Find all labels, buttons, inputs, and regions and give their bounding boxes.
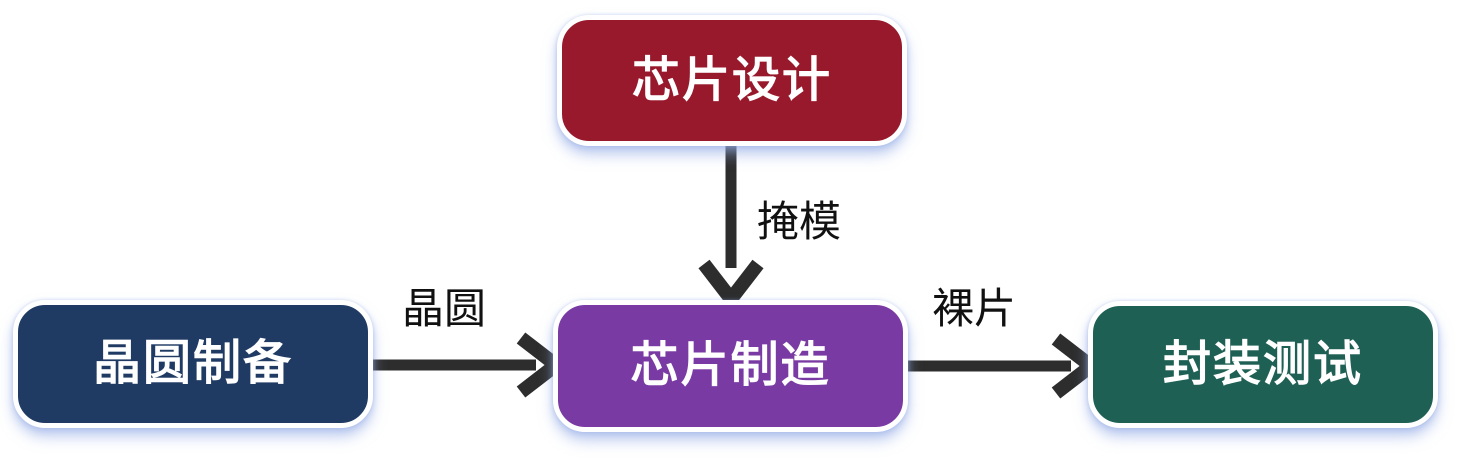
arrow-design-to-fab <box>698 143 764 311</box>
node-wafer-prep-label: 晶圆制备 <box>92 337 293 390</box>
node-package-test-label: 封装测试 <box>1162 337 1363 391</box>
edge-label-die: 裸片 <box>932 285 1017 332</box>
arrow-fab-to-package <box>905 333 1103 399</box>
edge-label-mask: 掩模 <box>757 198 842 245</box>
node-chip-design-label: 芯片设计 <box>631 53 832 107</box>
arrow-fab-to-package-head <box>1051 333 1103 399</box>
node-chip-design: 芯片设计 <box>557 15 907 146</box>
node-package-test: 封装测试 <box>1088 301 1438 428</box>
node-wafer-prep: 晶圆制备 <box>13 300 373 428</box>
arrow-waferprep-to-fab <box>370 332 568 398</box>
edge-label-wafer: 晶圆 <box>402 285 487 332</box>
node-chip-fab: 芯片制造 <box>553 300 908 432</box>
arrow-waferprep-to-fab-head <box>516 332 568 398</box>
arrow-design-to-fab-head <box>698 259 764 311</box>
node-chip-fab-label: 芯片制造 <box>630 339 831 392</box>
